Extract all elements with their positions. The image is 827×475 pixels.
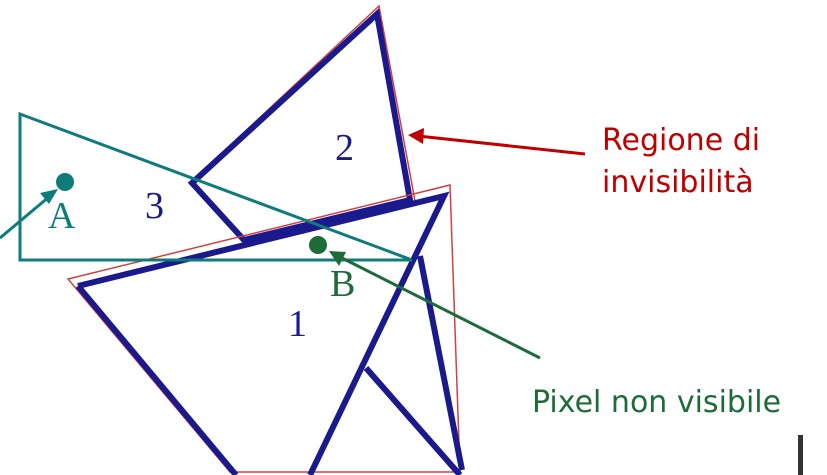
triangle-2-label: 2 <box>335 127 354 169</box>
point-b-dot <box>309 236 327 254</box>
triangle-1-label: 1 <box>288 303 307 345</box>
triangle-3-label: 3 <box>145 185 164 227</box>
region-label-line1: Regione di <box>602 123 760 158</box>
arrow-to-a-head <box>40 189 58 204</box>
arrow-to-region-head <box>408 128 424 144</box>
triangle-3 <box>18 111 413 262</box>
point-a-label: A <box>48 195 76 237</box>
region-label-line2: invisibilità <box>602 165 754 200</box>
arrow-to-pixel <box>337 254 541 360</box>
pixel-label: Pixel non visibile <box>532 385 781 420</box>
arrow-to-a <box>0 194 51 240</box>
point-a-dot <box>56 173 74 191</box>
triangle-2 <box>187 8 414 244</box>
arrow-to-pixel-head <box>329 251 346 266</box>
arrow-to-region <box>417 134 586 156</box>
triangle-1 <box>75 191 465 475</box>
point-b-label: B <box>330 263 355 305</box>
triangle-1-outline <box>66 184 461 473</box>
cursor-bar <box>798 435 803 475</box>
